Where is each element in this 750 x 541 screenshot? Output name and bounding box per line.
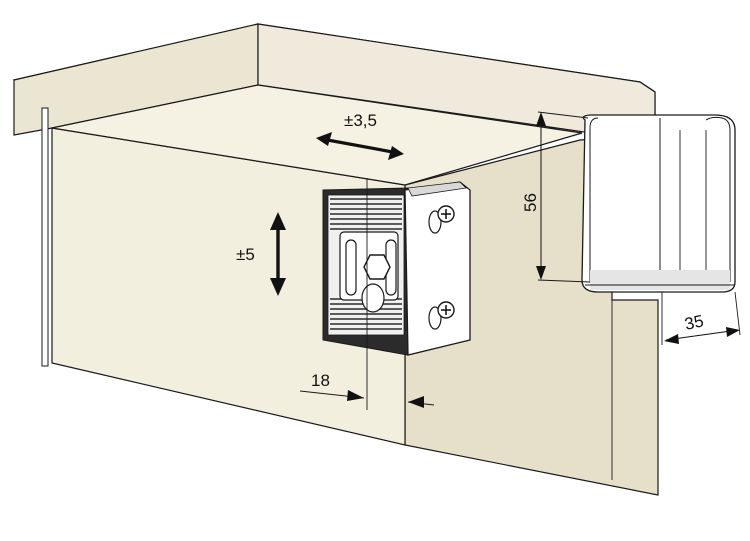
phillips-screw-icon: [428, 301, 455, 330]
bracket-plate-top-edge: [407, 181, 467, 197]
horizontal-adjust-arrow: [316, 132, 404, 160]
vertical-adjust-arrow: [270, 212, 286, 296]
depth-label: 35: [683, 311, 705, 334]
vertical-adjust-label: ±5: [236, 245, 255, 264]
adjustment-screw-icon: [363, 254, 391, 280]
front-panel-strip: [41, 107, 49, 367]
height-label: 56: [521, 193, 540, 212]
phillips-screw-icon: [428, 205, 455, 234]
bracket-slot-left: [345, 239, 357, 296]
depth-dimension: [661, 291, 741, 345]
u-profile-body: [581, 114, 736, 293]
adjustment-bracket: [322, 178, 471, 410]
distance-dimension: [299, 390, 435, 408]
bracket-mounting-plate: [404, 181, 471, 356]
u-profile: [581, 114, 736, 293]
distance-label: 18: [311, 371, 330, 390]
horizontal-adjust-label: ±3,5: [344, 111, 377, 130]
screw-shaft: [361, 283, 385, 313]
drawer-top-face: [51, 84, 583, 186]
height-dimension: [536, 111, 591, 283]
